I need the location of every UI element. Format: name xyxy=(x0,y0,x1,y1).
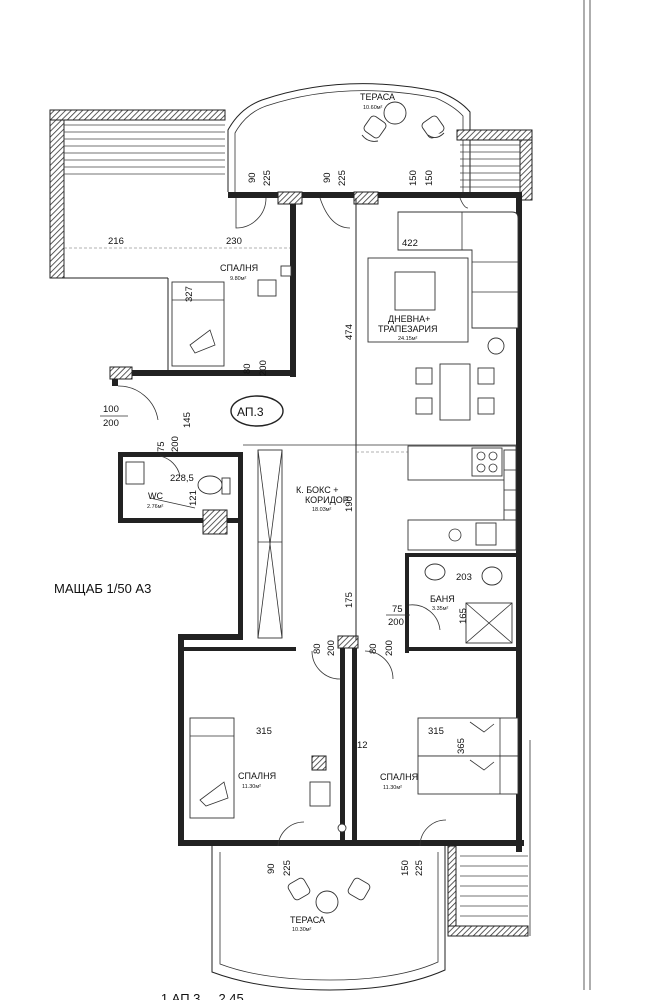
dim-75-bath: 75 xyxy=(392,604,403,615)
dim-230: 230 xyxy=(226,236,242,247)
dim-225-t1: 225 xyxy=(262,170,273,186)
dim-150-t1: 150 xyxy=(408,170,419,186)
doors xyxy=(117,197,469,847)
dim-225-bt2: 225 xyxy=(414,860,425,876)
bath-area: 3.35м² xyxy=(432,606,448,612)
terrace-top-area: 10.60м² xyxy=(363,105,383,111)
bedroom-3-name: СПАЛНЯ xyxy=(380,772,418,782)
scale-note: МАЩАБ 1/50 А3 xyxy=(54,581,151,596)
dim-200-b2: 200 xyxy=(326,640,337,656)
dim-165: 165 xyxy=(458,608,469,624)
dim-327: 327 xyxy=(184,286,195,302)
kitchen-name: К. БОКС + xyxy=(296,485,338,495)
outer-walls xyxy=(112,192,524,852)
footer-title: ...1 АП.3 ... 2 45 xyxy=(150,991,244,1000)
dim-80-b3: 80 xyxy=(368,643,379,654)
dim-150-t2: 150 xyxy=(424,170,435,186)
dim-422: 422 xyxy=(402,238,418,249)
dim-90-t1: 90 xyxy=(247,172,258,183)
apartment-label: АП.3 xyxy=(230,395,284,427)
living-room: ДНЕВНА+ ТРАПЕЗАРИЯ 24.15м² xyxy=(367,211,519,421)
wc-area: 2.76м² xyxy=(147,504,163,510)
interior-lines xyxy=(64,198,516,640)
dim-12: 12 xyxy=(357,740,368,751)
kitchen-area: 18.03м² xyxy=(312,507,332,513)
bedroom-2-name: СПАЛНЯ xyxy=(238,771,276,781)
terrace-top: ТЕРАСА 10.60м² xyxy=(227,83,471,192)
dim-80-b2: 80 xyxy=(312,643,323,654)
bedroom-1-name: СПАЛНЯ xyxy=(220,263,258,273)
bath-name: БАНЯ xyxy=(430,594,455,604)
terrace-top-furniture xyxy=(361,101,445,142)
bedroom-3-area: 11.30м² xyxy=(383,785,402,791)
bedroom-1: СПАЛНЯ 9.80м² xyxy=(171,263,292,367)
living-name-2: ТРАПЕЗАРИЯ xyxy=(378,324,437,334)
dim-121: 121 xyxy=(188,490,199,506)
kitchen-name-2: КОРИДОР xyxy=(305,495,349,505)
dim-100: 100 xyxy=(103,404,119,415)
living-area: 24.15м² xyxy=(398,336,418,342)
dim-90-t2: 90 xyxy=(322,172,333,183)
top-right-hatch-block xyxy=(456,129,533,201)
dim-75-wc: 75 xyxy=(156,441,167,452)
bedroom-3: СПАЛНЯ 11.30м² xyxy=(380,717,519,795)
dim-216: 216 xyxy=(108,236,124,247)
top-left-hatch-block xyxy=(49,109,226,370)
dim-225-t2: 225 xyxy=(337,170,348,186)
dimensions: 216 230 422 327 474 145 100 200 75 200 2… xyxy=(100,170,472,876)
dim-145: 145 xyxy=(182,412,193,428)
wc-name: WC xyxy=(148,491,163,501)
bedroom-2-area: 11.30м² xyxy=(242,784,261,790)
dim-190: 190 xyxy=(344,496,355,512)
kitchen: К. БОКС + КОРИДОР 18.03м² xyxy=(296,445,517,551)
dim-200-b1: 200 xyxy=(258,360,269,376)
dim-200-b3: 200 xyxy=(384,640,395,656)
dim-315-b2: 315 xyxy=(256,726,272,737)
dim-200-entry: 200 xyxy=(103,418,119,429)
terrace-bottom-name: ТЕРАСА xyxy=(290,915,325,925)
bedroom-2: СПАЛНЯ 11.30м² xyxy=(189,717,347,833)
top-left-stair-lines xyxy=(64,124,225,175)
dim-200-wc: 200 xyxy=(170,436,181,452)
bottom-right-hatch-block xyxy=(447,740,531,937)
dim-315-b3: 315 xyxy=(428,726,444,737)
living-name: ДНЕВНА+ xyxy=(388,314,430,324)
terrace-bottom-area: 10.30м² xyxy=(292,927,312,933)
dim-474: 474 xyxy=(344,324,355,340)
dim-90-bt: 90 xyxy=(266,863,277,874)
terrace-top-name: ТЕРАСА xyxy=(360,92,395,102)
dim-225-bt1: 225 xyxy=(282,860,293,876)
dim-150-bt: 150 xyxy=(400,860,411,876)
dim-80-b1: 80 xyxy=(242,363,253,374)
dim-228-5: 228,5 xyxy=(170,473,194,484)
wc: WC 2.76м² xyxy=(125,461,231,510)
columns xyxy=(109,191,379,771)
dim-175: 175 xyxy=(344,592,355,608)
bathroom: БАНЯ 3.35м² xyxy=(424,563,513,644)
dim-203: 203 xyxy=(456,572,472,583)
terrace-bottom: ТЕРАСА 10.30м² xyxy=(211,846,446,991)
dim-200-bath: 200 xyxy=(388,617,404,628)
bedroom-1-area: 9.80м² xyxy=(230,276,246,282)
apartment-code: АП.3 xyxy=(237,405,264,419)
dim-365: 365 xyxy=(456,738,467,754)
